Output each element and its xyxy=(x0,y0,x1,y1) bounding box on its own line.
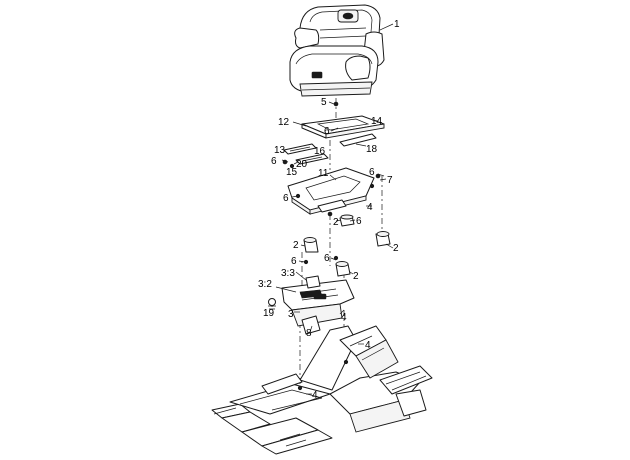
chassis-frame xyxy=(211,325,433,455)
callout-13: 13 xyxy=(274,145,286,156)
seat xyxy=(289,4,385,97)
callout-3-3: 3:3 xyxy=(281,268,295,279)
seat-slide-plate xyxy=(301,101,385,139)
callout-12: 12 xyxy=(278,117,290,128)
callout-2d: 2 xyxy=(353,271,359,282)
callout-3: 3 xyxy=(288,309,294,320)
callout-6g: 6 xyxy=(324,253,330,264)
callout-3-2: 3:2 xyxy=(258,279,272,290)
callout-4b: 4 xyxy=(341,312,347,323)
callout-1: 1 xyxy=(394,19,400,30)
callout-8: 8 xyxy=(306,328,312,339)
callout-19: 19 xyxy=(263,308,275,319)
callout-20: 20 xyxy=(296,159,308,170)
callout-4d: 4 xyxy=(312,390,318,401)
callout-5: 5 xyxy=(321,97,327,108)
callout-11: 11 xyxy=(318,168,329,179)
callout-4a: 4 xyxy=(367,202,373,213)
switch-mounting-bracket xyxy=(268,275,355,335)
callout-2c: 2 xyxy=(293,240,299,251)
callout-15: 15 xyxy=(286,167,298,178)
callout-6c: 6 xyxy=(369,167,375,178)
callout-4c: 4 xyxy=(365,340,371,351)
callout-7: 7 xyxy=(387,175,393,186)
callout-6d: 6 xyxy=(283,193,289,204)
callout-labels: 1 5 12 14 6 18 13 16 6 20 15 11 6 7 6 4 … xyxy=(258,19,400,401)
slide-rails xyxy=(282,133,377,169)
callout-2b: 2 xyxy=(393,243,399,254)
callout-leader-lines xyxy=(271,23,394,395)
callout-6e: 6 xyxy=(356,216,362,227)
callout-2a: 2 xyxy=(333,217,339,228)
rubber-isolator-mounts xyxy=(303,214,391,277)
callout-14: 14 xyxy=(371,116,383,127)
callout-18: 18 xyxy=(366,144,378,155)
callout-16: 16 xyxy=(314,146,326,157)
callout-6a: 6 xyxy=(324,126,330,137)
callout-6f: 6 xyxy=(291,256,297,267)
callout-6b: 6 xyxy=(271,156,277,167)
seat-suspension-plate xyxy=(287,167,381,217)
